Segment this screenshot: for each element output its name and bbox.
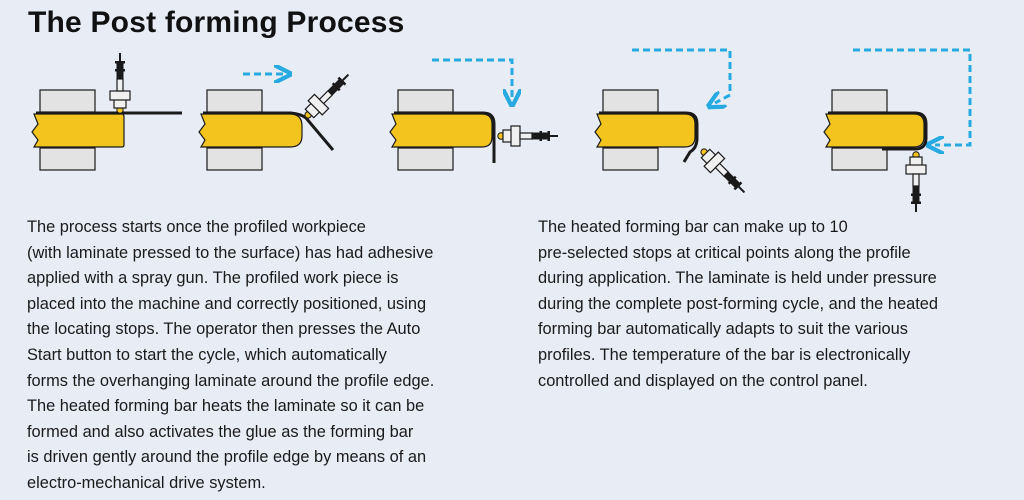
text-line: the locating stops. The operator then pr…	[27, 320, 421, 339]
laminate	[828, 111, 928, 151]
text-line: forms the overhanging laminate around th…	[27, 371, 435, 390]
workpiece	[31, 113, 125, 148]
text-line: controlled and displayed on the control …	[538, 371, 868, 390]
workpiece	[198, 113, 303, 148]
motion-arrow	[853, 48, 972, 145]
laminate	[599, 111, 699, 163]
text-line: during application. The laminate is held…	[538, 269, 937, 288]
bottom-clamp	[831, 147, 888, 171]
text-line: is driven gently around the profile edge…	[27, 448, 427, 467]
step-4	[594, 48, 753, 201]
bottom-clamp	[206, 147, 263, 171]
motion-arrow	[632, 48, 732, 103]
text-line: applied with a spray gun. The profiled w…	[27, 269, 399, 288]
text-line: forming bar automatically adapts to suit…	[538, 320, 908, 339]
bottom-clamp	[602, 147, 659, 171]
step-3	[389, 58, 559, 171]
forming-bar-icon	[905, 150, 927, 213]
step-5	[823, 48, 972, 213]
process-description-left: The process starts once the profiled wor…	[27, 215, 434, 497]
text-line: pre-selected stops at critical points al…	[538, 243, 911, 262]
text-line: during the complete post-forming cycle, …	[538, 294, 938, 313]
text-line: The heated forming bar heats the laminat…	[27, 397, 425, 416]
laminate	[203, 111, 335, 151]
page-title: The Post forming Process	[28, 6, 405, 39]
forming-bar-icon	[693, 141, 753, 201]
top-clamp	[397, 89, 454, 113]
text-line: profiles. The temperature of the bar is …	[538, 345, 911, 364]
bottom-clamp	[39, 147, 96, 171]
text-line: electro-mechanical drive system.	[27, 473, 266, 492]
step-1	[31, 52, 182, 171]
top-clamp	[39, 89, 96, 113]
process-description-right: The heated forming bar can make up to 10…	[538, 215, 938, 394]
motion-arrow	[432, 58, 512, 98]
forming-bar-icon	[297, 66, 357, 126]
top-clamp	[206, 89, 263, 113]
text-line: formed and also activates the glue as th…	[27, 422, 414, 441]
workpiece	[594, 113, 696, 148]
text-line: The process starts once the profiled wor…	[27, 218, 366, 236]
text-line: (with laminate pressed to the surface) h…	[27, 243, 434, 262]
spray-gun-icon	[109, 52, 131, 115]
top-clamp	[602, 89, 659, 113]
text-line: The heated forming bar can make up to 10	[538, 218, 848, 236]
text-line: placed into the machine and correctly po…	[27, 294, 427, 313]
text-line: Start button to start the cycle, which a…	[27, 345, 387, 364]
top-clamp	[831, 89, 888, 113]
laminate	[394, 111, 496, 163]
workpiece	[823, 113, 925, 148]
step-2	[198, 66, 357, 171]
forming-bar-icon	[496, 125, 559, 147]
workpiece	[389, 113, 493, 148]
bottom-clamp	[397, 147, 454, 171]
